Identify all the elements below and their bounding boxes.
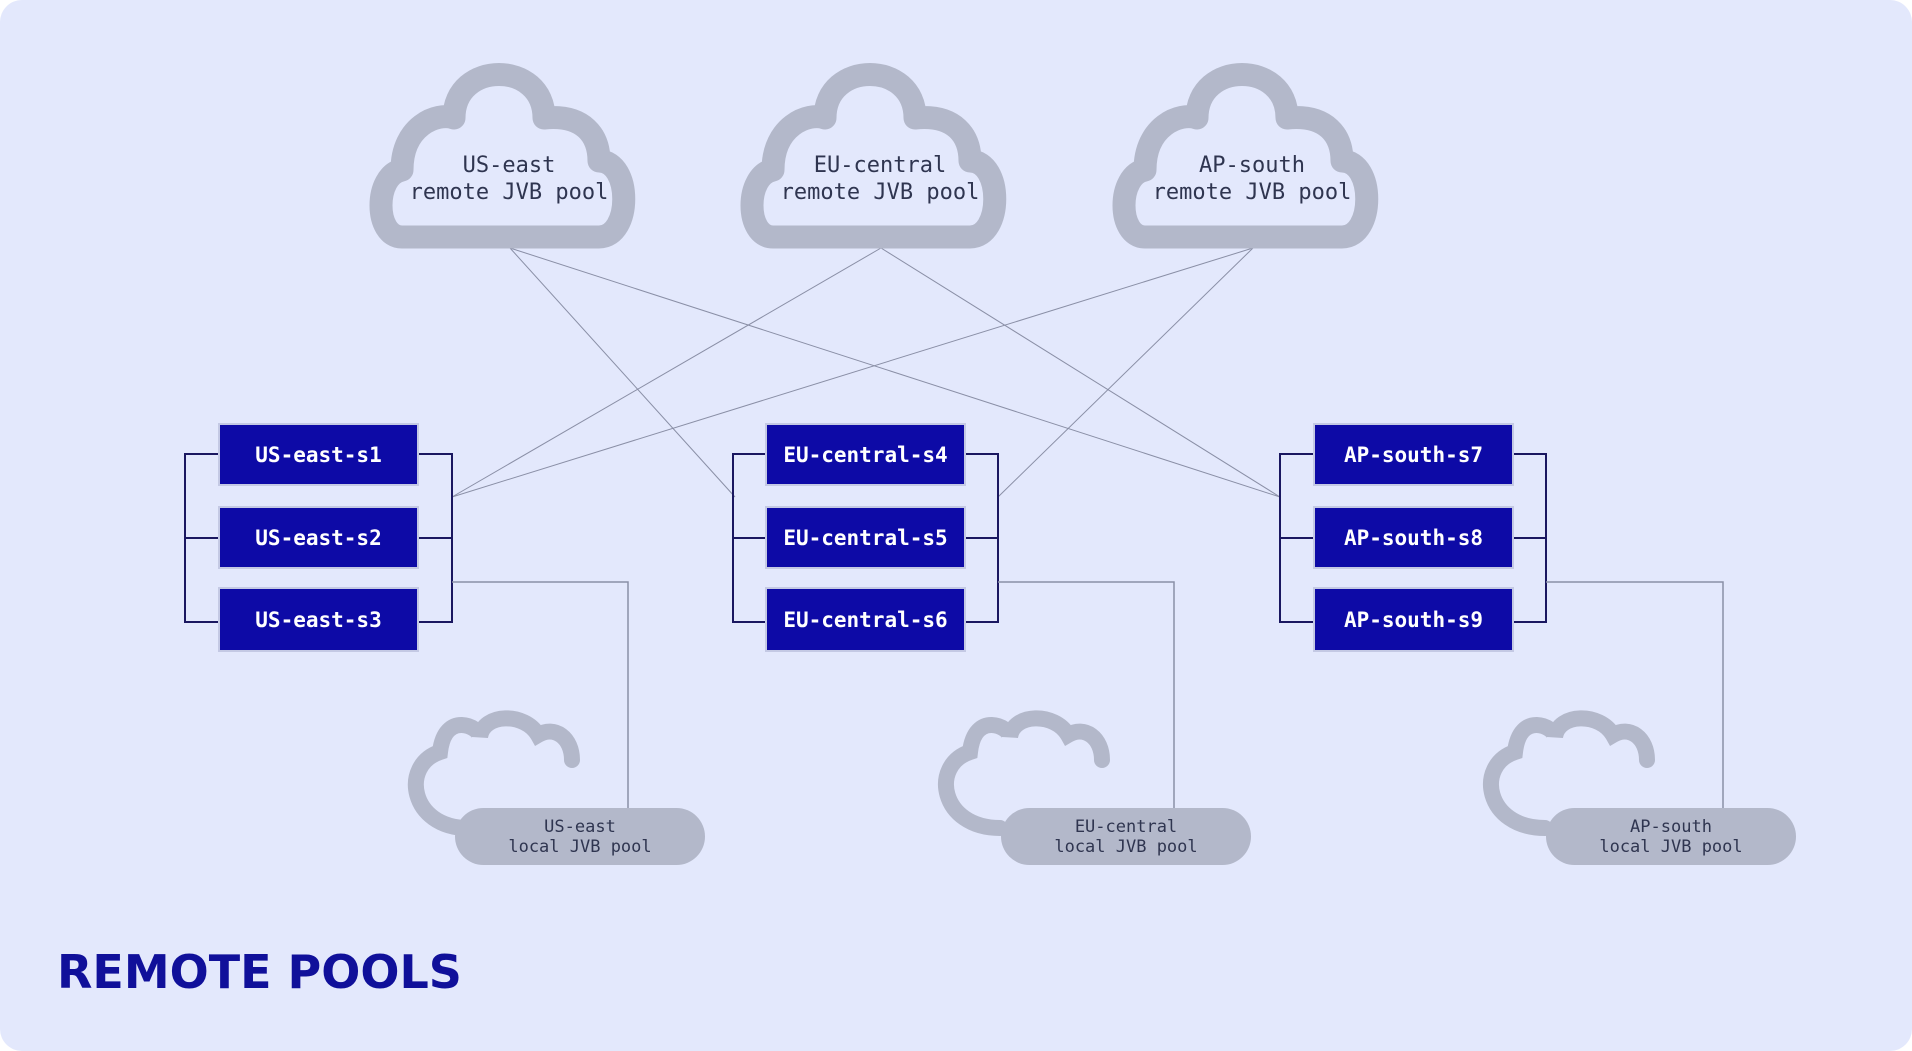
server-node[interactable]: US-east-s1 [218, 423, 419, 486]
local-label-line2: local JVB pool [1599, 837, 1742, 857]
server-label: US-east-s1 [255, 443, 381, 467]
local-cloud: US-east local JVB pool [407, 710, 705, 865]
cloud-icon [938, 710, 1110, 836]
cloud-label-line1: AP-south [1199, 153, 1305, 178]
local-link [1546, 581, 1724, 808]
local-label-line1: AP-south [1630, 817, 1712, 837]
region-group-eu-central: EU-central-s4 EU-central-s5 EU-central-s… [732, 423, 1251, 865]
server-label: EU-central-s6 [783, 608, 947, 632]
local-label-line1: EU-central [1075, 817, 1177, 837]
local-label-line2: local JVB pool [508, 837, 651, 857]
bracket [184, 453, 453, 623]
link-eu-remote-to-ap-group [880, 247, 1281, 498]
server-node[interactable]: EU-central-s4 [765, 423, 966, 486]
server-node[interactable]: US-east-s3 [218, 587, 419, 652]
local-label-line1: US-east [544, 817, 616, 837]
server-label: AP-south-s9 [1344, 608, 1483, 632]
cloud-icon [740, 63, 1007, 249]
bracket [732, 453, 999, 623]
local-link [452, 581, 629, 808]
cloud-label-line2: remote JVB pool [1153, 180, 1352, 205]
link-ap-remote-to-eu-group [997, 247, 1254, 498]
server-node[interactable]: AP-south-s7 [1313, 423, 1514, 486]
page-title: REMOTE POOLS [57, 945, 462, 999]
local-link [998, 581, 1175, 808]
server-label: EU-central-s5 [783, 526, 947, 550]
server-label: US-east-s2 [255, 526, 381, 550]
cloud-icon [1483, 710, 1655, 836]
local-cloud: EU-central local JVB pool [938, 710, 1251, 865]
server-node[interactable]: AP-south-s8 [1313, 506, 1514, 569]
cloud-icon [407, 710, 580, 836]
remote-cloud-ap-south: AP-south remote JVB pool [1112, 63, 1379, 249]
server-node[interactable]: EU-central-s5 [765, 506, 966, 569]
server-label: US-east-s3 [255, 608, 381, 632]
local-label-line2: local JVB pool [1054, 837, 1197, 857]
region-group-us-east: US-east-s1 US-east-s2 US-east-s3 US-east… [184, 423, 705, 865]
cloud-icon [369, 63, 636, 249]
link-us-remote-to-ap-group [509, 247, 1281, 498]
server-label: AP-south-s8 [1344, 526, 1483, 550]
local-pool-pill [1001, 808, 1251, 865]
link-ap-remote-to-us-group [451, 247, 1254, 498]
server-label: AP-south-s7 [1344, 443, 1483, 467]
region-group-ap-south: AP-south-s7 AP-south-s8 AP-south-s9 AP-s… [1279, 423, 1796, 865]
cloud-label-line1: US-east [463, 153, 556, 178]
local-pool-pill [1546, 808, 1796, 865]
cloud-label-line2: remote JVB pool [410, 180, 609, 205]
cloud-label-line1: EU-central [814, 153, 946, 178]
local-pool-pill [455, 808, 705, 865]
cloud-icon [1112, 63, 1379, 249]
remote-cloud-eu-central: EU-central remote JVB pool [740, 63, 1007, 249]
server-node[interactable]: US-east-s2 [218, 506, 419, 569]
remote-cloud-us-east: US-east remote JVB pool [369, 63, 636, 249]
server-node[interactable]: AP-south-s9 [1313, 587, 1514, 652]
link-eu-remote-to-us-group [451, 247, 882, 498]
bracket [1279, 453, 1547, 623]
server-node[interactable]: EU-central-s6 [765, 587, 966, 652]
cross-connections [451, 247, 1281, 498]
local-cloud: AP-south local JVB pool [1483, 710, 1796, 865]
server-label: EU-central-s4 [783, 443, 947, 467]
link-us-remote-to-eu-group [509, 247, 736, 498]
cloud-label-line2: remote JVB pool [781, 180, 980, 205]
